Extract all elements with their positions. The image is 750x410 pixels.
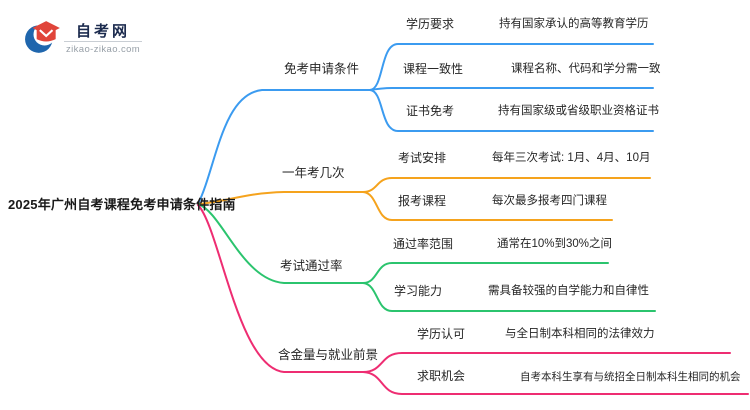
root-topic: 2025年广州自考课程免考申请条件指南	[8, 197, 236, 212]
branch1-child3-line	[369, 89, 654, 132]
branch2-stem-line	[197, 191, 364, 205]
subtopic-desc: 与全日制本科相同的法律效力	[505, 328, 655, 340]
branch4-child1-line	[362, 352, 731, 373]
logo-domain: zikao-zikao.com	[66, 44, 141, 55]
graduation-cap-icon	[25, 21, 60, 53]
subtopic-desc: 需具备较强的自学能力和自律性	[488, 285, 649, 297]
branch2-child2-line	[362, 191, 613, 221]
branch-topic-pass-rate: 考试通过率	[280, 259, 343, 273]
subtopic-label: 学历要求	[406, 17, 455, 31]
subtopic-desc: 持有国家级或省级职业资格证书	[498, 105, 659, 117]
subtopic-desc: 每年三次考试: 1月、4月、10月	[492, 152, 651, 164]
branch3-child2-line	[362, 282, 656, 312]
logo-divider	[64, 41, 142, 42]
subtopic-label: 学习能力	[394, 284, 443, 298]
logo-title: 自考网	[76, 23, 131, 40]
branch-topic-exemption-conditions: 免考申请条件	[284, 62, 360, 76]
subtopic-label: 考试安排	[398, 151, 447, 165]
branch4-stem-line	[197, 204, 364, 373]
subtopic-label: 课程一致性	[403, 62, 464, 76]
subtopic-label: 求职机会	[417, 369, 466, 383]
subtopic-label: 证书免考	[406, 104, 455, 118]
subtopic-desc: 自考本科生享有与统招全日制本科生相同的机会	[520, 371, 741, 383]
branch1-child2-line	[369, 87, 654, 91]
branch-topic-value-employment: 含金量与就业前景	[278, 348, 379, 362]
subtopic-desc: 课程名称、代码和学分需一致	[511, 63, 661, 75]
branch1-stem-line	[197, 89, 371, 205]
subtopic-label: 通过率范围	[393, 237, 454, 251]
branch1-child1-line	[369, 43, 654, 91]
subtopic-desc: 持有国家承认的高等教育学历	[499, 18, 649, 30]
site-logo[interactable]: 自考网 zikao-zikao.com	[24, 16, 154, 60]
branch3-child1-line	[362, 262, 609, 284]
branch3-stem-line	[197, 203, 364, 284]
subtopic-label: 报考课程	[398, 194, 447, 208]
branch-topic-exams-per-year: 一年考几次	[282, 166, 345, 180]
subtopic-desc: 通常在10%到30%之间	[497, 238, 613, 250]
subtopic-desc: 每次最多报考四门课程	[492, 195, 607, 207]
branch2-child1-line	[362, 177, 651, 193]
subtopic-label: 学历认可	[417, 327, 466, 341]
branch4-child2-line	[362, 371, 749, 395]
